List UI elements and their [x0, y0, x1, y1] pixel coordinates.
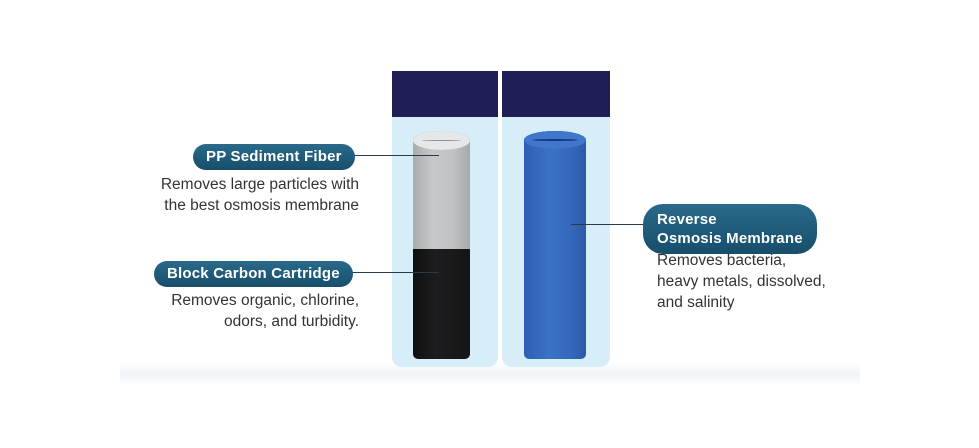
ro-membrane-cartridge-top: [524, 131, 586, 149]
block-carbon-title: Block Carbon Cartridge: [154, 261, 353, 287]
pp-sediment-desc-line: Removes large particles with: [160, 176, 359, 193]
ro-membrane-desc-line: heavy metals, dissolved,: [657, 273, 826, 290]
pp-sediment-desc-line: the best osmosis membrane: [164, 197, 359, 214]
ro-membrane-title-line: Reverse: [657, 211, 717, 228]
ro-membrane-leader-line: [571, 224, 651, 225]
block-carbon-desc-line: Removes organic, chlorine,: [171, 292, 359, 309]
block-carbon-description: Removes organic, chlorine, odors, and tu…: [110, 290, 359, 332]
ro-membrane-desc-line: and salinity: [657, 294, 735, 311]
ro-membrane-cartridge: [524, 139, 586, 359]
left-filter-housing: [392, 71, 498, 367]
right-housing-cap: [502, 71, 610, 117]
block-carbon-leader-line: [352, 272, 439, 273]
block-carbon-cartridge: [413, 249, 470, 359]
right-filter-housing: [502, 71, 610, 367]
pp-sediment-leader-line: [350, 155, 439, 156]
pp-sediment-title: PP Sediment Fiber: [193, 144, 355, 170]
ro-membrane-title: Reverse Osmosis Membrane: [643, 204, 817, 254]
ro-membrane-description: Removes bacteria, heavy metals, dissolve…: [657, 250, 826, 313]
left-housing-cap: [392, 71, 498, 117]
pp-sediment-cartridge: [413, 139, 470, 251]
pp-sediment-cartridge-top: [413, 131, 470, 150]
ro-membrane-desc-line: Removes bacteria,: [657, 252, 787, 269]
pp-sediment-description: Removes large particles with the best os…: [110, 174, 359, 216]
block-carbon-desc-line: odors, and turbidity.: [224, 313, 359, 330]
ro-membrane-title-line: Osmosis Membrane: [657, 230, 803, 247]
